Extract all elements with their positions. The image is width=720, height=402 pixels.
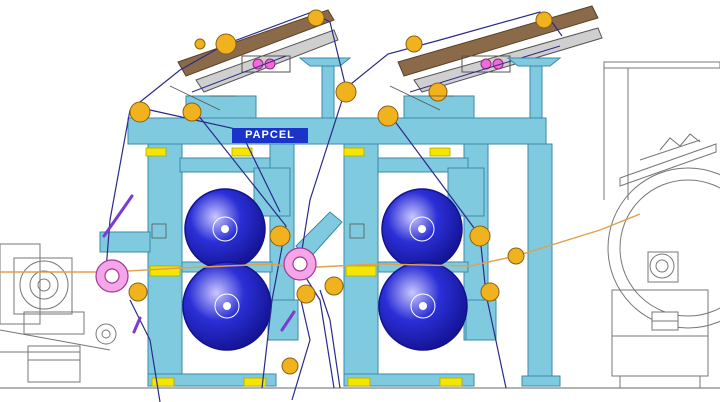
paper-web bbox=[0, 213, 641, 273]
press-roll-lower-left bbox=[182, 261, 272, 351]
steam-rolls bbox=[95, 247, 317, 293]
frame-details bbox=[151, 85, 454, 239]
forming-section bbox=[0, 243, 117, 383]
press-roll-upper-right bbox=[381, 188, 463, 270]
guide-rolls bbox=[128, 9, 553, 375]
press-roll-lower-right bbox=[378, 261, 468, 351]
press-roll-upper-left bbox=[184, 188, 266, 270]
press-frame-left bbox=[99, 95, 547, 387]
bearing-blocks bbox=[145, 147, 463, 387]
felt-stretchers bbox=[102, 194, 296, 334]
brand-label: PAPCEL bbox=[232, 128, 308, 143]
doctor-assembly-left bbox=[177, 9, 352, 119]
dryer-section bbox=[603, 61, 720, 388]
